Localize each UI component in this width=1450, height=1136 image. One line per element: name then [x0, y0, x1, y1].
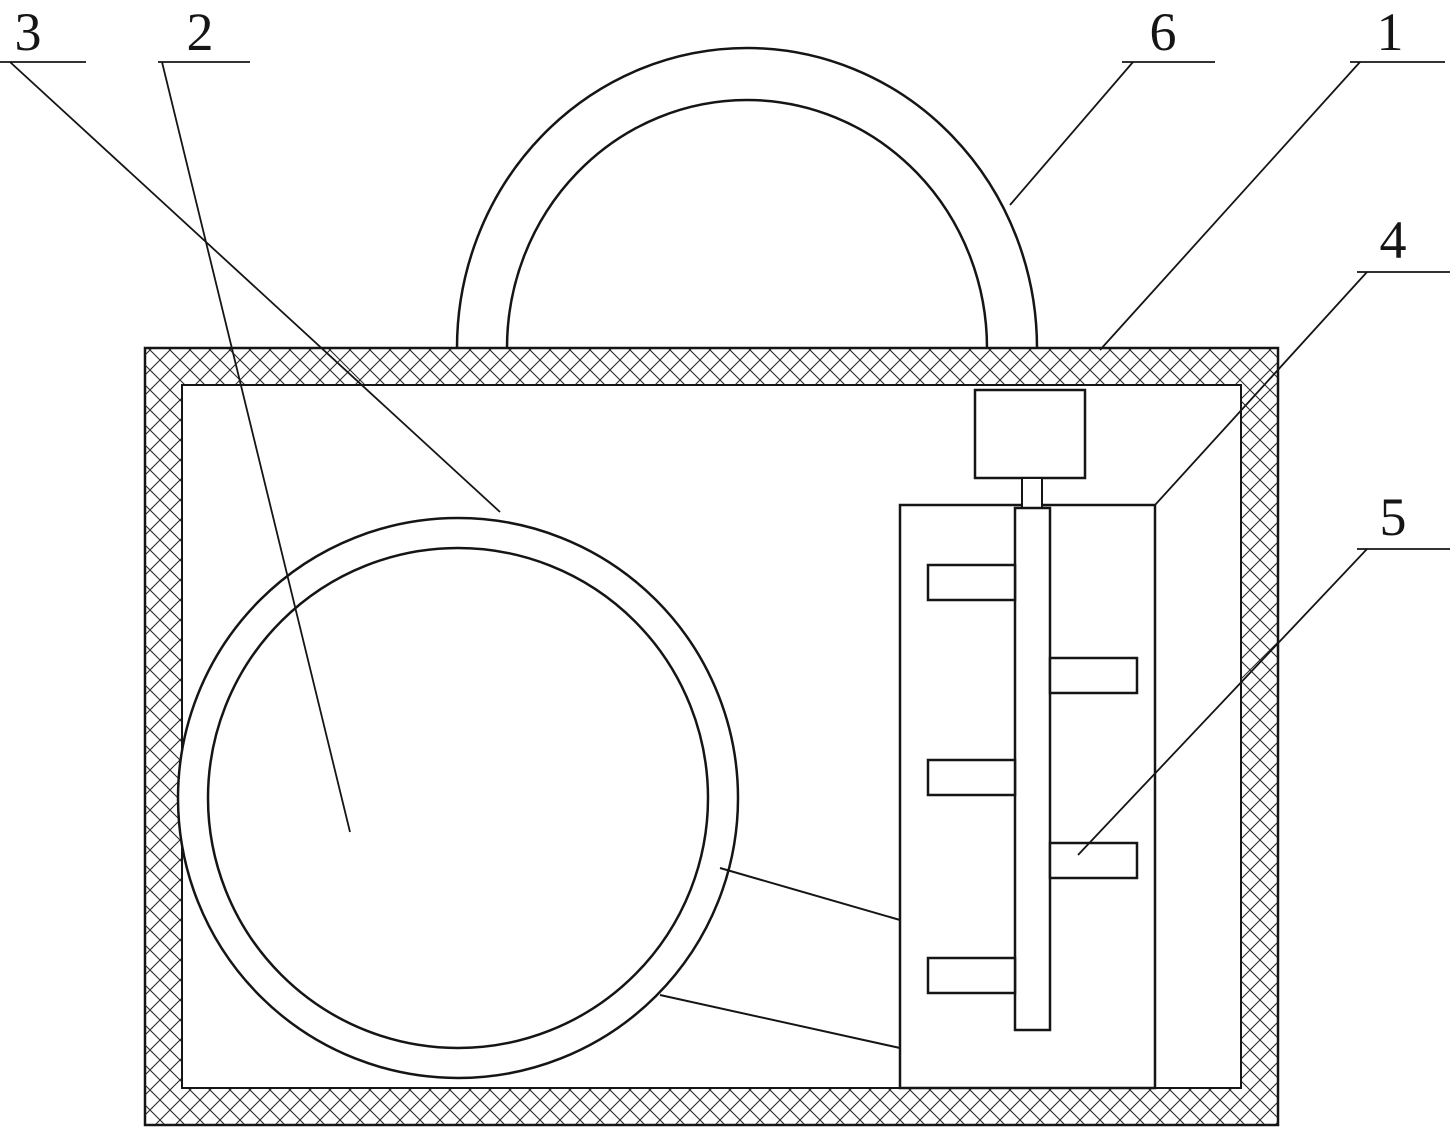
motor-stem — [1021, 477, 1043, 511]
rack-tooth-left-2 — [926, 758, 1017, 797]
housing-outer-edge — [143, 346, 1280, 1127]
handle-outer-arc — [455, 46, 1039, 349]
leader-line-6 — [1009, 61, 1134, 206]
leader-line-3 — [9, 61, 501, 513]
rack-tooth-right-1 — [1048, 656, 1139, 695]
wheel-outer-ring — [176, 516, 740, 1080]
handle-inner-arc — [505, 98, 989, 349]
leader-group — [0, 61, 1450, 856]
leader-line-5 — [1077, 548, 1368, 856]
leader-line-2 — [161, 61, 351, 833]
leader-line-4 — [1154, 271, 1368, 506]
motor-box — [973, 388, 1087, 480]
wheel-inner-ring — [206, 546, 710, 1050]
ref-label-5: 5 — [1380, 487, 1407, 547]
ref-label-6: 6 — [1150, 2, 1177, 62]
ref-label-4: 4 — [1380, 210, 1407, 270]
ref-label-3: 3 — [15, 2, 42, 62]
ref-label-2: 2 — [187, 2, 214, 62]
belt-line-lower — [659, 994, 901, 1049]
housing-inner-edge — [181, 384, 1242, 1089]
ref-label-1: 1 — [1377, 2, 1404, 62]
belt-line-upper — [719, 867, 901, 921]
leader-line-1 — [1099, 61, 1361, 351]
rack-tooth-left-3 — [926, 956, 1017, 995]
rack-tooth-left-1 — [926, 563, 1017, 602]
rack-bar — [1013, 506, 1052, 1032]
rack-tooth-right-2 — [1048, 841, 1139, 880]
